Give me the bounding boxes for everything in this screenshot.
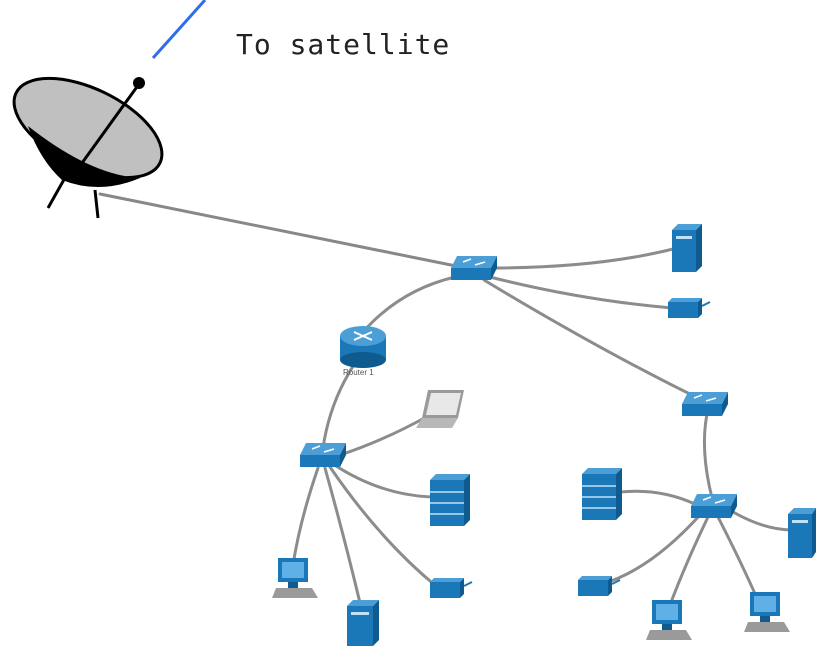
server-right-icon <box>788 508 816 558</box>
link-router-left-switch <box>321 358 359 450</box>
link-core-router <box>361 275 457 334</box>
workstation-left-icon <box>272 558 318 598</box>
workstation-right-1-icon <box>646 600 692 640</box>
link-left-switch-workstation <box>291 466 320 567</box>
link-right-switches <box>702 412 714 500</box>
satellite-caption: To satellite <box>236 28 451 61</box>
link-left-switch-rack <box>331 462 434 499</box>
links <box>98 192 794 607</box>
link-core-server-top-right <box>488 246 679 270</box>
printer-top-right-icon <box>668 298 711 318</box>
link-core-right-switch <box>482 278 700 400</box>
workstation-right-2-icon <box>744 592 790 632</box>
link-dish-core-switch <box>98 192 458 268</box>
link-left-switch-printer <box>328 465 438 588</box>
server-left-bottom-icon <box>347 600 379 646</box>
router-icon <box>340 326 386 368</box>
right-switch-lower-icon <box>691 494 737 518</box>
router-label: Router 1 <box>343 368 374 377</box>
core-switch-icon <box>451 256 497 280</box>
link-core-printer-top-right <box>484 274 674 310</box>
server-rack-left-icon <box>430 474 470 526</box>
right-switch-upper-icon <box>682 392 728 416</box>
link-right-switch-workstation-2 <box>716 515 758 598</box>
link-right-switch-printer <box>600 513 702 586</box>
server-rack-right-icon <box>582 468 622 520</box>
link-left-switch-laptop <box>338 414 430 457</box>
left-switch-icon <box>300 443 346 467</box>
satellite-dish-icon <box>12 76 164 219</box>
link-left-switch-server <box>323 466 362 605</box>
printer-right-icon <box>578 576 621 596</box>
printer-left-icon <box>430 578 473 598</box>
server-top-right-icon <box>672 224 702 272</box>
link-right-switch-rack <box>618 489 697 506</box>
link-right-switch-workstation-1 <box>668 515 710 607</box>
laptop-icon <box>416 390 464 428</box>
satellite-beam <box>151 0 207 60</box>
link-right-switch-server <box>731 510 794 532</box>
